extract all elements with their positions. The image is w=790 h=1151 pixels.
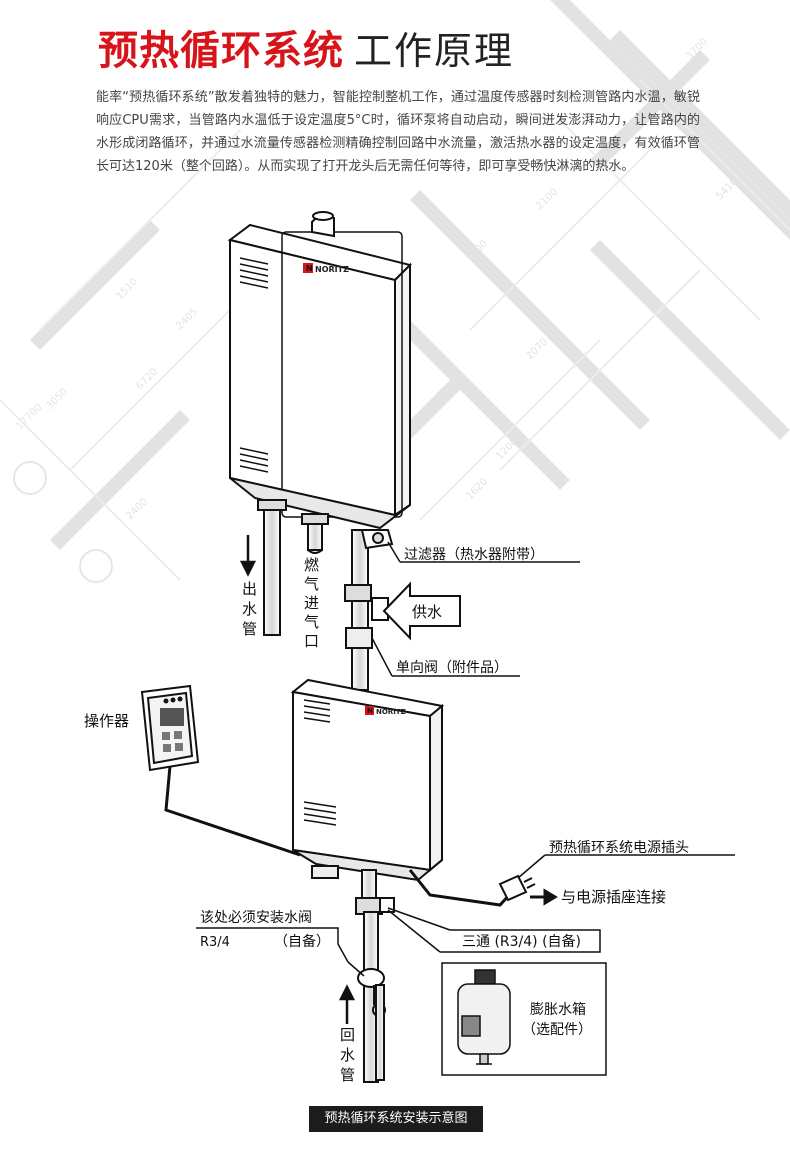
power-plug xyxy=(498,874,536,902)
filter-callout xyxy=(387,541,580,563)
controller-device xyxy=(140,684,200,772)
svg-text:回: 回 xyxy=(340,1026,355,1044)
controller-label: 操作器 xyxy=(84,712,129,730)
svg-text:水: 水 xyxy=(340,1046,355,1064)
power-plug-callout xyxy=(517,854,735,879)
expansion-tank-label-1: 膨胀水箱 xyxy=(530,1001,586,1018)
supply-water-arrow xyxy=(382,581,461,641)
outlet-arrow xyxy=(239,535,257,577)
gas-inlet-pipe xyxy=(301,513,329,554)
supply-pipe xyxy=(344,529,389,691)
svg-text:管: 管 xyxy=(242,620,257,638)
power-plug-label: 预热循环系统电源插头 xyxy=(549,840,689,856)
return-arrow xyxy=(338,984,356,1024)
title-highlight: 预热循环系统 xyxy=(98,28,344,74)
gas-inlet-label: 燃 气 进 气 口 xyxy=(304,556,319,650)
water-heater xyxy=(227,211,412,530)
check-valve-callout xyxy=(371,637,520,677)
svg-text:水: 水 xyxy=(242,600,257,618)
outlet-pipe xyxy=(257,499,287,636)
diagram-caption: 预热循环系统安装示意图 xyxy=(309,1106,483,1132)
expansion-tank-label-2: （选配件） xyxy=(522,1022,592,1038)
page-title: 预热循环系统工作原理 xyxy=(98,18,514,74)
tee-callout xyxy=(387,907,601,953)
return-pipe-label: 回 水 管 xyxy=(340,1026,355,1084)
svg-text:管: 管 xyxy=(340,1066,355,1084)
tee-label: 三通 (R3/4) (自备) xyxy=(462,933,581,950)
svg-text:气: 气 xyxy=(304,575,319,593)
title-rest: 工作原理 xyxy=(354,28,515,73)
svg-text:N: N xyxy=(306,264,313,273)
valve-required-callout xyxy=(196,927,365,977)
intro-paragraph: 能率“预热循环系统”散发着独特的魅力，智能控制整机工作，通过温度传感器时刻检测管… xyxy=(96,90,700,174)
supply-water-label: 供水 xyxy=(412,603,442,621)
svg-text:口: 口 xyxy=(304,632,319,650)
check-valve-label: 单向阀（附件品） xyxy=(396,660,508,676)
power-cable xyxy=(408,869,514,907)
svg-text:出: 出 xyxy=(242,580,257,598)
circulation-unit xyxy=(290,678,445,882)
valve-self-label: （自备） xyxy=(274,933,330,950)
filter xyxy=(360,529,394,550)
to-socket-arrow xyxy=(530,888,558,906)
brand-text: NORITZ xyxy=(376,708,406,716)
to-socket-label: 与电源插座连接 xyxy=(561,888,666,906)
controller-cable xyxy=(164,765,301,857)
expansion-tank xyxy=(457,969,511,1065)
valve-size-label: R3/4 xyxy=(200,935,230,950)
brand-text: NORITZ xyxy=(315,265,349,274)
filter-label: 过滤器（热水器附带） xyxy=(404,547,544,563)
valve-required-label: 该处必须安装水阀 xyxy=(200,910,312,926)
bypass-pipe xyxy=(375,984,385,1081)
svg-text:气: 气 xyxy=(304,613,319,631)
noritz-logo-lower: N NORITZ xyxy=(365,706,406,716)
svg-text:燃: 燃 xyxy=(304,556,319,574)
noritz-logo-upper: N NORITZ xyxy=(303,263,349,274)
svg-text:N: N xyxy=(367,707,373,715)
outlet-pipe-label: 出 水 管 xyxy=(242,580,257,638)
svg-text:进: 进 xyxy=(304,594,319,612)
